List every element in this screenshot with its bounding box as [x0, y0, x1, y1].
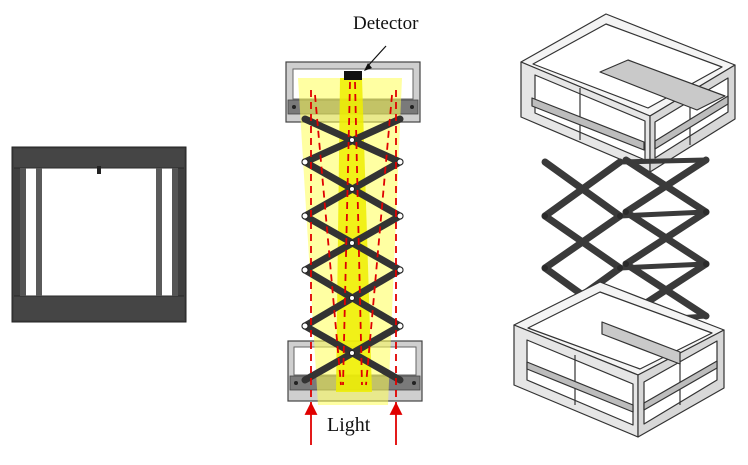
detector-label: Detector [353, 13, 419, 34]
top-box [520, 13, 736, 173]
front-view-frame [11, 146, 187, 323]
light-arrows [304, 401, 403, 445]
side-view: Detector Light [285, 13, 423, 445]
scissor-pivots [301, 137, 404, 356]
iso-pivots [542, 209, 709, 271]
light-rays [310, 81, 397, 405]
detector-icon [344, 45, 387, 80]
bottom-box [513, 281, 725, 438]
light-label: Light [327, 414, 371, 436]
isometric-view [513, 13, 736, 438]
